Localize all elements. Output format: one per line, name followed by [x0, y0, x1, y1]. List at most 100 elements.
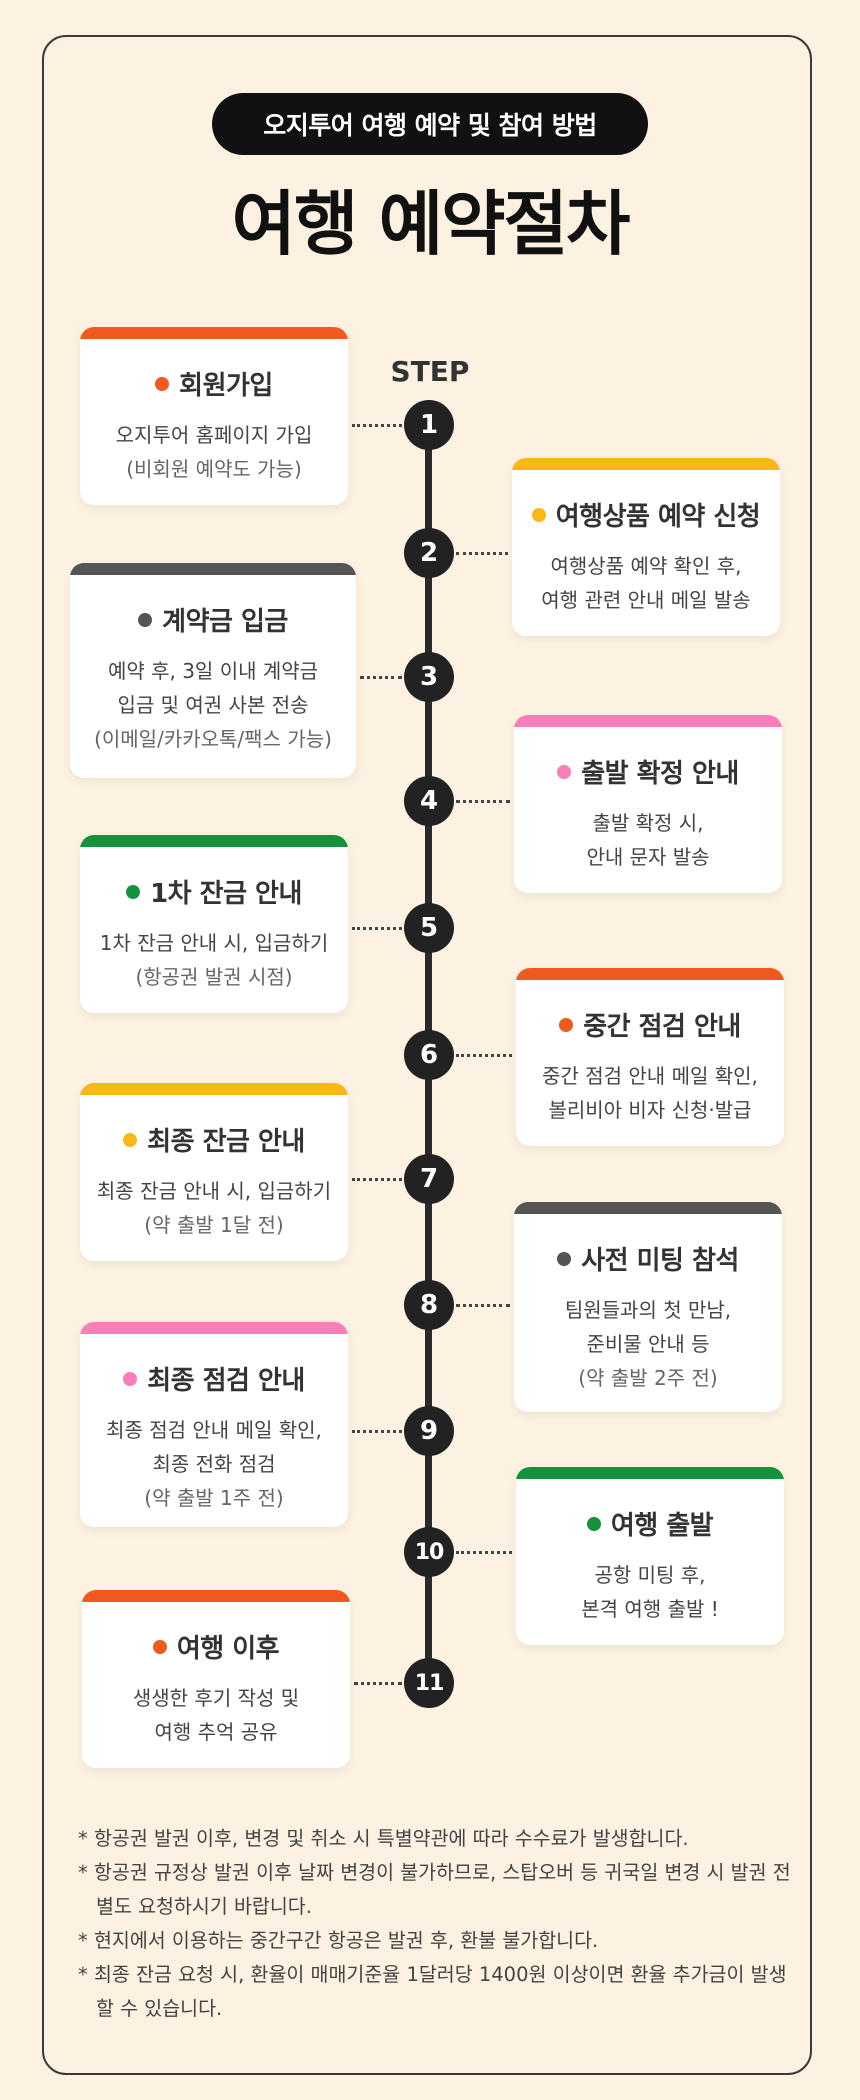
- bullet-dot-icon: [155, 376, 170, 391]
- step-number-node: 8: [404, 1280, 454, 1330]
- description-line: 본격 여행 출발 !: [581, 1597, 719, 1621]
- subtitle-text: 오지투어 여행 예약 및 참여 방법: [263, 111, 597, 140]
- connector-dots: [456, 800, 510, 803]
- step-description: 최종 잔금 안내 시, 입금하기 (약 출발 1달 전): [80, 1174, 348, 1242]
- step-number-node: 9: [404, 1406, 454, 1456]
- card-accent-bar: [70, 563, 356, 575]
- card-accent-bar: [80, 327, 348, 339]
- step-title: 1차 잔금 안내: [80, 873, 348, 910]
- bullet-dot-icon: [586, 1516, 601, 1531]
- connector-dots: [352, 927, 402, 930]
- card-accent-bar: [82, 1590, 350, 1602]
- step-title-text: 여행 출발: [610, 1511, 714, 1541]
- card-accent-bar: [80, 1322, 348, 1334]
- card-accent-bar: [516, 1467, 784, 1479]
- content-frame: [42, 35, 812, 2075]
- step-number-node: 10: [404, 1527, 454, 1577]
- description-line: 팀원들과의 첫 만남,: [564, 1298, 732, 1322]
- bullet-dot-icon: [531, 507, 546, 522]
- connector-dots: [352, 424, 402, 427]
- step-title: 출발 확정 안내: [514, 753, 782, 790]
- step-label: STEP: [390, 355, 470, 388]
- subtitle-pill: 오지투어 여행 예약 및 참여 방법: [212, 93, 648, 155]
- step-title-text: 최종 점검 안내: [147, 1366, 305, 1396]
- step-title: 최종 점검 안내: [80, 1360, 348, 1397]
- connector-dots: [456, 1304, 510, 1307]
- description-line: 여행 추억 공유: [154, 1720, 278, 1744]
- description-line: (비회원 예약도 가능): [126, 457, 302, 481]
- note-item: * 현지에서 이용하는 중간구간 항공은 발권 후, 환불 불가합니다.: [78, 1929, 599, 1952]
- bullet-dot-icon: [126, 884, 141, 899]
- bullet-dot-icon: [152, 1639, 167, 1654]
- description-line: (약 출발 2주 전): [578, 1366, 718, 1390]
- bullet-dot-icon: [557, 764, 572, 779]
- step-title: 사전 미팅 참석: [514, 1240, 782, 1277]
- note-item: * 항공권 발권 이후, 변경 및 취소 시 특별약관에 따라 수수료가 발생합…: [78, 1827, 689, 1850]
- description-line: 생생한 후기 작성 및: [132, 1686, 300, 1710]
- description-line: 예약 후, 3일 이내 계약금: [107, 659, 319, 683]
- description-line: 여행상품 예약 확인 후,: [550, 554, 742, 578]
- connector-dots: [456, 552, 508, 555]
- description-line: 여행 관련 안내 메일 발송: [541, 588, 751, 612]
- note-item: * 최종 잔금 요청 시, 환율이 매매기준율 1달러당 1400원 이상이면 …: [78, 1963, 787, 2020]
- step-description: 여행상품 예약 확인 후, 여행 관련 안내 메일 발송: [512, 549, 780, 617]
- step-title: 여행상품 예약 신청: [512, 496, 780, 533]
- connector-dots: [456, 1054, 512, 1057]
- step-number-node: 2: [404, 528, 454, 578]
- step-number-node: 6: [404, 1030, 454, 1080]
- description-line: 출발 확정 시,: [592, 811, 704, 835]
- connector-dots: [456, 1551, 512, 1554]
- step-title-text: 회원가입: [179, 371, 273, 401]
- step-description: 출발 확정 시,안내 문자 발송: [514, 806, 782, 874]
- description-line: (이메일/카카오톡/팩스 가능): [94, 727, 332, 751]
- bullet-dot-icon: [557, 1251, 572, 1266]
- step-title: 회원가입: [80, 365, 348, 402]
- description-line: (약 출발 1달 전): [144, 1213, 284, 1237]
- step-number-node: 7: [404, 1154, 454, 1204]
- description-line: 최종 점검 안내 메일 확인,: [106, 1418, 322, 1442]
- bullet-dot-icon: [123, 1371, 138, 1386]
- step-title-text: 1차 잔금 안내: [150, 879, 302, 909]
- step-title: 여행 출발: [516, 1505, 784, 1542]
- connector-dots: [354, 1682, 402, 1685]
- card-accent-bar: [80, 1083, 348, 1095]
- notes: * 항공권 발권 이후, 변경 및 취소 시 특별약관에 따라 수수료가 발생합…: [78, 1822, 798, 2026]
- step-title-text: 계약금 입금: [162, 607, 288, 637]
- bullet-dot-icon: [123, 1132, 138, 1147]
- step-title: 계약금 입금: [70, 601, 356, 638]
- description-line: 준비물 안내 등: [586, 1332, 710, 1356]
- description-line: 입금 및 여권 사본 전송: [117, 693, 309, 717]
- note-item: * 항공권 규정상 발권 이후 날짜 변경이 불가하므로, 스탑오버 등 귀국일…: [78, 1861, 791, 1918]
- step-description: 1차 잔금 안내 시, 입금하기(항공권 발권 시점): [80, 926, 348, 994]
- bullet-dot-icon: [138, 612, 153, 627]
- description-line: 최종 잔금 안내 시, 입금하기: [96, 1179, 332, 1203]
- step-card: 1차 잔금 안내 1차 잔금 안내 시, 입금하기(항공권 발권 시점): [80, 835, 348, 1013]
- description-line: 오지투어 홈페이지 가입: [115, 423, 313, 447]
- card-accent-bar: [512, 458, 780, 470]
- step-title-text: 사전 미팅 참석: [581, 1246, 739, 1276]
- step-title: 최종 잔금 안내: [80, 1121, 348, 1158]
- step-title: 중간 점검 안내: [516, 1006, 784, 1043]
- description-line: 볼리비아 비자 신청·발급: [548, 1098, 752, 1122]
- description-line: 1차 잔금 안내 시, 입금하기: [99, 931, 329, 955]
- step-title-text: 여행상품 예약 신청: [555, 502, 761, 532]
- description-line: 중간 점검 안내 메일 확인,: [542, 1064, 758, 1088]
- step-number-node: 3: [404, 652, 454, 702]
- step-title-text: 최종 잔금 안내: [147, 1127, 305, 1157]
- step-title-text: 중간 점검 안내: [583, 1012, 741, 1042]
- description-line: 최종 전화 점검: [152, 1452, 276, 1476]
- step-title-text: 여행 이후: [176, 1634, 280, 1664]
- step-description: 오지투어 홈페이지 가입 (비회원 예약도 가능): [80, 418, 348, 486]
- description-line: (약 출발 1주 전): [144, 1486, 284, 1510]
- card-accent-bar: [514, 1202, 782, 1214]
